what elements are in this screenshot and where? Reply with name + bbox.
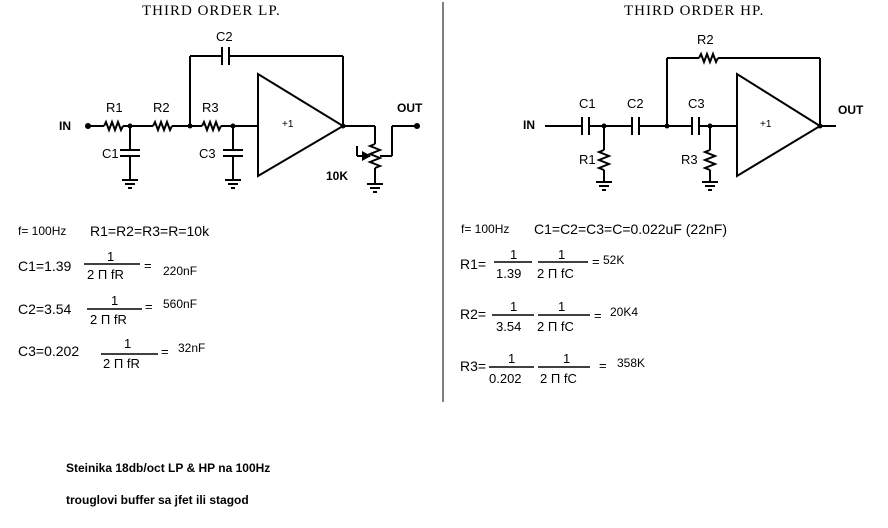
hp-r3-ground-icon bbox=[702, 181, 718, 191]
lp-r2-label: R2 bbox=[153, 100, 170, 115]
hp-r2-eq-sign: = bbox=[594, 308, 602, 323]
hp-r1-eq-sign: = bbox=[592, 254, 600, 269]
hp-c1-capacitor bbox=[581, 117, 590, 135]
lp-r1-resistor bbox=[103, 119, 124, 133]
lp-c2-eq-sign: = bbox=[145, 299, 153, 314]
hp-r1-resistor bbox=[596, 149, 612, 171]
hp-r1-ground-icon bbox=[596, 181, 612, 191]
hp-c3-label: C3 bbox=[688, 96, 705, 111]
hp-r2-resistor bbox=[698, 51, 719, 65]
lp-in-label: IN bbox=[59, 119, 71, 133]
lp-c1-ground-icon bbox=[122, 179, 138, 189]
hp-title: THIRD ORDER HP. bbox=[624, 3, 765, 19]
hp-r2-label: R2 bbox=[697, 32, 714, 47]
hp-r2-eq-den: 2 Π fC bbox=[537, 319, 574, 334]
lp-out-label: OUT bbox=[397, 101, 423, 115]
lp-c3-eq-sign: = bbox=[161, 344, 169, 359]
lp-pot-resistor bbox=[367, 143, 383, 169]
lp-circuit bbox=[85, 47, 420, 193]
lp-c2-eq-val: 560nF bbox=[163, 297, 198, 311]
lp-r3-resistor bbox=[201, 119, 222, 133]
hp-freq: f= 100Hz bbox=[461, 222, 510, 236]
lp-r2-resistor bbox=[152, 119, 173, 133]
note-line-2: trouglovi buffer sa jfet ili stagod bbox=[66, 493, 249, 507]
lp-c3-eq-num: 1 bbox=[124, 336, 132, 351]
lp-title: THIRD ORDER LP. bbox=[142, 3, 281, 19]
lp-c2-eq-den: 2 Π fR bbox=[90, 312, 127, 327]
lp-pot-ground-icon bbox=[367, 183, 383, 193]
lp-c1-eq-val: 220nF bbox=[163, 264, 198, 278]
hp-r2-eq-num2: 1 bbox=[558, 299, 566, 314]
lp-r-equal: R1=R2=R3=R=10k bbox=[90, 223, 210, 239]
lp-c1-eq-den: 2 Π fR bbox=[87, 267, 124, 282]
hp-r3-eq-num2: 1 bbox=[563, 351, 571, 366]
hp-r2-eq-k: 3.54 bbox=[496, 319, 522, 334]
hp-r3-resistor bbox=[702, 149, 718, 171]
hp-c3-capacitor bbox=[691, 117, 700, 135]
hp-r1-eq-den: 2 Π fC bbox=[537, 266, 574, 281]
lp-c1-eq-sign: = bbox=[144, 258, 152, 273]
lp-r1-label: R1 bbox=[106, 100, 123, 115]
lp-c1-capacitor bbox=[120, 149, 140, 157]
hp-out-label: OUT bbox=[838, 103, 864, 117]
hp-c-equal: C1=C2=C3=C=0.022uF (22nF) bbox=[534, 221, 727, 237]
hp-r1-eq-lhs: R1= bbox=[460, 256, 487, 272]
hp-r3-eq-sign: = bbox=[599, 358, 607, 373]
lp-pot-label: 10K bbox=[326, 169, 349, 183]
lp-r3-label: R3 bbox=[202, 100, 219, 115]
hp-in-label: IN bbox=[523, 118, 535, 132]
hp-r2-eq-val: 20K4 bbox=[610, 305, 639, 319]
lp-c1-eq-num: 1 bbox=[107, 249, 115, 264]
hp-r3-eq-den: 2 Π fC bbox=[540, 371, 577, 386]
hp-r2-eq-num1: 1 bbox=[510, 299, 518, 314]
lp-c1-eq-lhs: C1=1.39 bbox=[18, 258, 72, 274]
lp-c3-label: C3 bbox=[199, 146, 216, 161]
lp-opamp-triangle bbox=[257, 72, 345, 178]
hp-r1-label: R1 bbox=[579, 152, 596, 167]
lp-c3-eq-den: 2 Π fR bbox=[103, 356, 140, 371]
lp-c3-ground-icon bbox=[225, 179, 241, 189]
hp-circuit bbox=[545, 51, 836, 191]
lp-c3-eq-val: 32nF bbox=[178, 341, 206, 355]
hp-r1-eq-val: 52K bbox=[603, 253, 625, 267]
lp-c2-eq-lhs: C2=3.54 bbox=[18, 301, 72, 317]
hp-opamp-triangle bbox=[736, 72, 822, 178]
lp-c1-label: C1 bbox=[102, 146, 119, 161]
hp-r1-eq-k: 1.39 bbox=[496, 266, 522, 281]
lp-c3-eq-lhs: C3=0.202 bbox=[18, 343, 80, 359]
hp-c2-label: C2 bbox=[627, 96, 644, 111]
hp-gain-label: +1 bbox=[760, 119, 772, 130]
hp-r3-eq-k: 0.202 bbox=[489, 371, 522, 386]
hp-r3-eq-lhs: R3= bbox=[460, 358, 487, 374]
hp-c1-label: C1 bbox=[579, 96, 596, 111]
hp-r1-eq-num2: 1 bbox=[558, 247, 566, 262]
hp-c2-capacitor bbox=[631, 117, 640, 135]
lp-c2-capacitor bbox=[221, 47, 230, 65]
hp-r3-eq-num1: 1 bbox=[508, 351, 516, 366]
note-line-1: Steinika 18db/oct LP & HP na 100Hz bbox=[66, 461, 271, 475]
hp-r3-eq-val: 358K bbox=[617, 356, 646, 370]
lp-c2-label: C2 bbox=[216, 29, 233, 44]
lp-freq: f= 100Hz bbox=[18, 224, 67, 238]
hp-r1-eq-num1: 1 bbox=[510, 247, 518, 262]
lp-c3-capacitor bbox=[223, 149, 243, 157]
hp-r3-label: R3 bbox=[681, 152, 698, 167]
lp-c2-eq-num: 1 bbox=[111, 293, 119, 308]
hp-r2-eq-lhs: R2= bbox=[460, 306, 487, 322]
lp-gain-label: +1 bbox=[282, 119, 294, 130]
